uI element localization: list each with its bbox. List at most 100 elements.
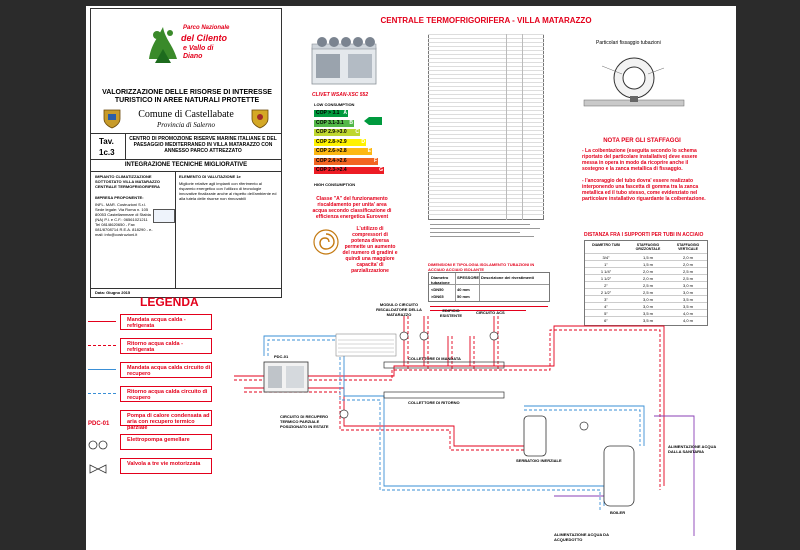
certification-logo-icon xyxy=(153,209,175,223)
distance-cell: 1 1/2" xyxy=(600,276,612,281)
energy-class-letter: F xyxy=(373,157,377,164)
parameters-row-line xyxy=(428,78,544,79)
parameters-row-line xyxy=(428,50,544,51)
parameters-row-line xyxy=(428,58,544,59)
detail-title: Particolari fissaggio tubazioni xyxy=(596,40,661,46)
distance-row-line xyxy=(585,295,707,296)
distance-cell: 2,5 m xyxy=(642,283,653,288)
legend-item: Elettropompa gemellare xyxy=(120,434,212,450)
label-boiler: BOILER xyxy=(610,510,626,515)
distance-cell: 3,0 m xyxy=(682,290,693,295)
parameters-row-line xyxy=(428,214,544,215)
park-name-line3: e Vallo di Diano xyxy=(183,45,214,60)
parameters-row-line xyxy=(428,74,544,75)
legend-item-label: Pompa di calore condensata ad aria con r… xyxy=(127,413,210,431)
legend-item: Ritorno acqua calda circuito di recupero xyxy=(120,386,212,402)
tubazioni-header-1: Diametro tubazione xyxy=(431,275,450,285)
parameters-row-line xyxy=(428,118,544,119)
energy-title: LOW CONSUMPTION xyxy=(314,102,355,107)
comune-name: Comune di Castellabate xyxy=(138,109,234,120)
label-collettore-ritorno: COLLETTORE DI RITORNO xyxy=(408,400,460,405)
tubazioni-header-2: SPESSORE xyxy=(457,275,480,280)
park-name-line1: Parco Nazionale xyxy=(183,25,230,31)
energy-class-bar: COP 2.4->2.6 F xyxy=(314,157,378,165)
energy-class-letter: B xyxy=(349,119,353,126)
distance-cell: 1" xyxy=(604,262,608,267)
distance-table-title: DISTANZA FRA I SUPPORTI PER TUBI IN ACCI… xyxy=(584,232,704,238)
energy-class-label: COP 2.3->2.4 xyxy=(316,167,347,173)
parameters-row-line xyxy=(428,130,544,131)
energy-class-label: COP 2.4->2.6 xyxy=(316,157,347,164)
staffaggi-item-1: - La coibentazione (eseguita secondo lo … xyxy=(582,148,698,172)
parameters-row-line xyxy=(428,110,544,111)
parameters-row-line xyxy=(428,90,544,91)
project-description: CENTRO DI PROMOZIONE RISERVE MARINE ITAL… xyxy=(129,136,277,154)
impresa-title: IMPRESA PROPONENTE: xyxy=(95,195,144,200)
parameters-row-line xyxy=(428,38,544,39)
parameters-row-line xyxy=(428,82,544,83)
parameters-row-line xyxy=(428,54,544,55)
energy-class-letter: G xyxy=(379,167,383,173)
parameters-row-line xyxy=(428,94,544,95)
label-alimentazione: ALIMENTAZIONE ACQUA DALLA SANITARIA xyxy=(668,444,717,454)
label-serbatoio: SERBATOIO INERZIALE xyxy=(516,458,562,463)
distance-cell: 4" xyxy=(604,304,608,309)
distance-header-cell: STAFFAGGIO VERTICALE xyxy=(676,243,700,251)
distance-row-line xyxy=(585,288,707,289)
distance-cell: 5" xyxy=(604,311,608,316)
parameters-row-line xyxy=(428,146,544,147)
class-a-marker-icon xyxy=(364,112,382,125)
parameters-row-line xyxy=(428,194,544,195)
label-pdc: PDC-01 xyxy=(274,354,289,359)
distance-cell: 3/4" xyxy=(602,255,610,260)
legend-swatch xyxy=(88,437,116,455)
tubazioni-title: DIMENSIONI E TIPOLOGIA ISOLAMENTO TUBAZI… xyxy=(428,262,535,272)
legend-title: LEGENDA xyxy=(140,295,199,309)
parameters-row-line xyxy=(428,66,544,67)
distance-cell: 2,0 m xyxy=(682,255,693,260)
class-a-note: Classe "A" del funzionamento riscaldamen… xyxy=(312,196,392,220)
parameters-row-line xyxy=(428,150,544,151)
unit-model: CLIVET WSAN-XSC 552 xyxy=(312,92,369,98)
staffaggi-item-2: - l'ancoraggio del tubo dovra' essere re… xyxy=(582,178,706,202)
parameters-row-line xyxy=(428,190,544,191)
park-logo: Parco Nazionale del Cilento e Vallo di D… xyxy=(143,19,231,75)
tubazioni-table: Diametro tubazione SPESSORE Descrizione … xyxy=(428,272,550,302)
legend-swatch xyxy=(88,393,116,394)
distance-cell: 3,5 m xyxy=(682,297,693,302)
pipe-support-detail-drawing xyxy=(582,46,686,118)
impresa-text: INFL. MAR. Costruzioni S.r.l. Sede legal… xyxy=(95,202,153,237)
parameters-row-line xyxy=(428,86,544,87)
distance-cell: 2,0 m xyxy=(682,262,693,267)
distance-row-line xyxy=(585,302,707,303)
distance-cell: 1,5 m xyxy=(642,262,653,267)
main-title: VALORIZZAZIONE DELLE RISORSE DI INTERESS… xyxy=(102,89,272,104)
legend-item-label: Valvola a tre vie motorizzata xyxy=(127,461,201,467)
distance-cell: 3,5 m xyxy=(642,311,653,316)
distance-row-line xyxy=(585,309,707,310)
parameters-row-line xyxy=(428,34,544,35)
parameters-row-line xyxy=(428,154,544,155)
legend-item: Pompa di calore condensata ad aria con r… xyxy=(120,410,212,431)
legend-item: Ritorno acqua calda - refrigerata xyxy=(120,338,212,354)
parameters-row-line xyxy=(428,42,544,43)
legend-item: Mandata acqua calda - refrigerata xyxy=(120,314,212,330)
distance-cell: 3,5 m xyxy=(642,318,653,323)
elemento-title: ELEMENTO DI VALUTAZIONE 1e xyxy=(179,174,241,179)
distance-cell: 3,0 m xyxy=(642,297,653,302)
label-recupero: CIRCUITO DI RECUPERO TERMICO PARZIALE PO… xyxy=(280,414,329,429)
legend-item-label: Ritorno acqua calda - refrigerata xyxy=(127,341,183,353)
tubazioni-notes xyxy=(430,304,550,314)
parameters-row-line xyxy=(428,198,544,199)
distance-cell: 2,5 m xyxy=(642,290,653,295)
energy-class-letter: C xyxy=(355,129,359,135)
section-title: INTEGRAZIONE TECNICHE MIGLIORATIVE xyxy=(124,162,248,168)
distance-cell: 4,0 m xyxy=(682,318,693,323)
distance-cell: 3,5 m xyxy=(682,304,693,309)
legend-swatch xyxy=(88,345,116,346)
parameters-row-line xyxy=(428,114,544,115)
